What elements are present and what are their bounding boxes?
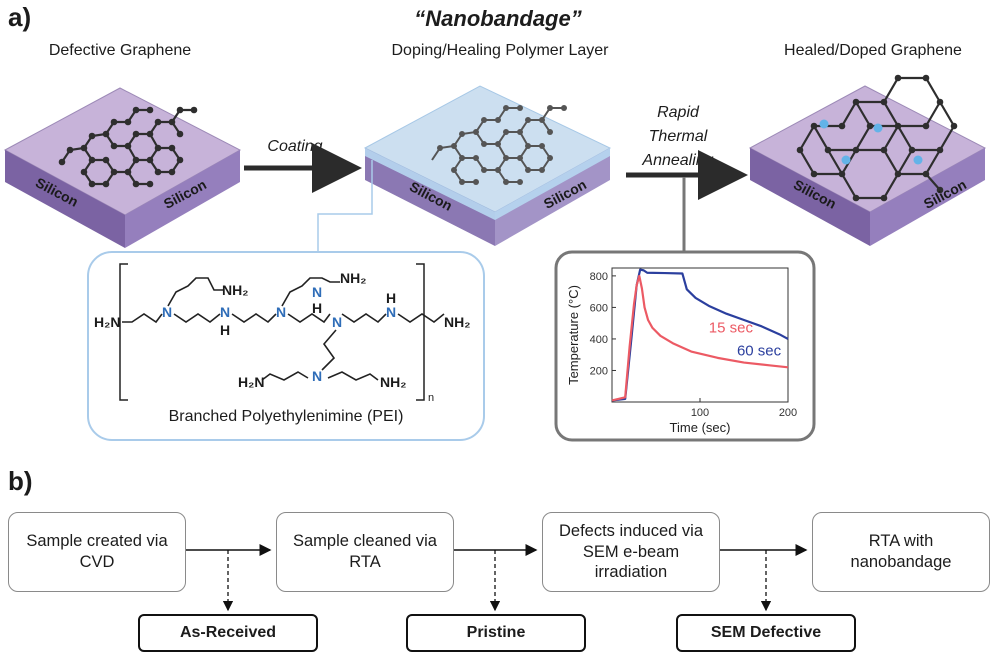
series-line-0: [611, 268, 789, 402]
chart-plot-frame: [611, 267, 789, 403]
series-label-1: 15 sec: [709, 320, 754, 337]
pei-connector-line: [317, 160, 373, 252]
stage-title-healed: Healed/Doped Graphene: [784, 42, 962, 59]
chart-y-axis-label: Temperature (°C): [566, 285, 581, 385]
pei-nh2-top-2: NH₂: [340, 270, 367, 286]
healed-graphene-atoms: [796, 74, 958, 202]
pei-nh2-top-1: NH₂: [222, 282, 249, 298]
left-bracket: [119, 263, 128, 401]
panel-b-label: b): [8, 466, 33, 496]
pei-n-1: N: [162, 304, 173, 320]
pei-h-2: H: [386, 290, 397, 306]
step-sample-created: Sample created via CVD: [8, 512, 186, 592]
step-sample-cleaned: Sample cleaned via RTA: [276, 512, 454, 592]
substrate-block-healed: [748, 85, 987, 246]
rta-label-1: Rapid: [657, 104, 699, 121]
category-pristine: Pristine: [406, 614, 586, 652]
pei-n-3: N: [276, 304, 287, 320]
step-rta-nanobandage-text: RTA with nanobandage: [850, 532, 952, 571]
step-sample-created-text: Sample created via CVD: [26, 532, 168, 571]
series-line-1: [611, 274, 789, 402]
substrate-block-defective: [3, 87, 242, 248]
category-pristine-text: Pristine: [466, 624, 526, 641]
pei-name: Branched Polyethylenimine (PEI): [168, 408, 404, 425]
pei-n-5: N: [386, 304, 397, 320]
pei-structure-box: [87, 251, 485, 441]
dopant-atoms: [819, 119, 923, 165]
pei-n-4: N: [332, 314, 343, 330]
rta-label-3: Annealing: [642, 152, 714, 169]
nanobandage-title: “Nanobandage”: [414, 6, 582, 31]
pei-repeat-n: n: [428, 392, 435, 404]
coating-label: Coating: [267, 138, 323, 155]
y-tick-label-1: 400: [590, 334, 608, 346]
pei-h-3: H: [312, 300, 323, 316]
panel-a-label: a): [8, 2, 32, 32]
chart-x-axis-label: Time (sec): [670, 420, 731, 435]
stage-title-polymer: Doping/Healing Polymer Layer: [391, 42, 609, 59]
category-as-received: As-Received: [138, 614, 318, 652]
defective-graphene-atoms: [58, 106, 198, 188]
y-tick-label-2: 600: [590, 302, 608, 314]
x-tick-label-0: 100: [691, 407, 709, 419]
category-sem-defective: SEM Defective: [676, 614, 856, 652]
category-as-received-text: As-Received: [179, 624, 277, 641]
pei-n-6: N: [312, 284, 323, 300]
y-tick-label-0: 200: [590, 365, 608, 377]
rta-label-2: Thermal: [648, 128, 708, 145]
right-bracket: [416, 263, 425, 401]
y-tick-label-3: 800: [590, 271, 608, 283]
pei-nh2-bottom: NH₂: [380, 374, 407, 390]
pei-h2n-bottom: H₂N: [238, 374, 265, 390]
step-defects-induced-text: Defects induced via SEM e-beam irradiati…: [559, 522, 703, 582]
substrate-block-polymer: [363, 85, 612, 246]
pei-n-2: N: [220, 304, 231, 320]
pei-h-1: H: [220, 322, 231, 338]
pei-bonds: [122, 277, 445, 381]
rta-chart-box: [554, 250, 816, 442]
series-label-0: 60 sec: [737, 342, 782, 359]
step-rta-nanobandage: RTA with nanobandage: [812, 512, 990, 592]
stage-title-defective: Defective Graphene: [48, 42, 192, 59]
step-defects-induced: Defects induced via SEM e-beam irradiati…: [542, 512, 720, 592]
pei-nh2-right: NH₂: [444, 314, 471, 330]
pei-h2n-left: H₂N: [94, 314, 121, 330]
x-tick-label-1: 200: [779, 407, 797, 419]
polymer-graphene-atoms: [437, 105, 567, 185]
category-sem-defective-text: SEM Defective: [710, 624, 822, 641]
step-sample-cleaned-text: Sample cleaned via RTA: [292, 532, 437, 571]
pei-n-7: N: [312, 368, 323, 384]
